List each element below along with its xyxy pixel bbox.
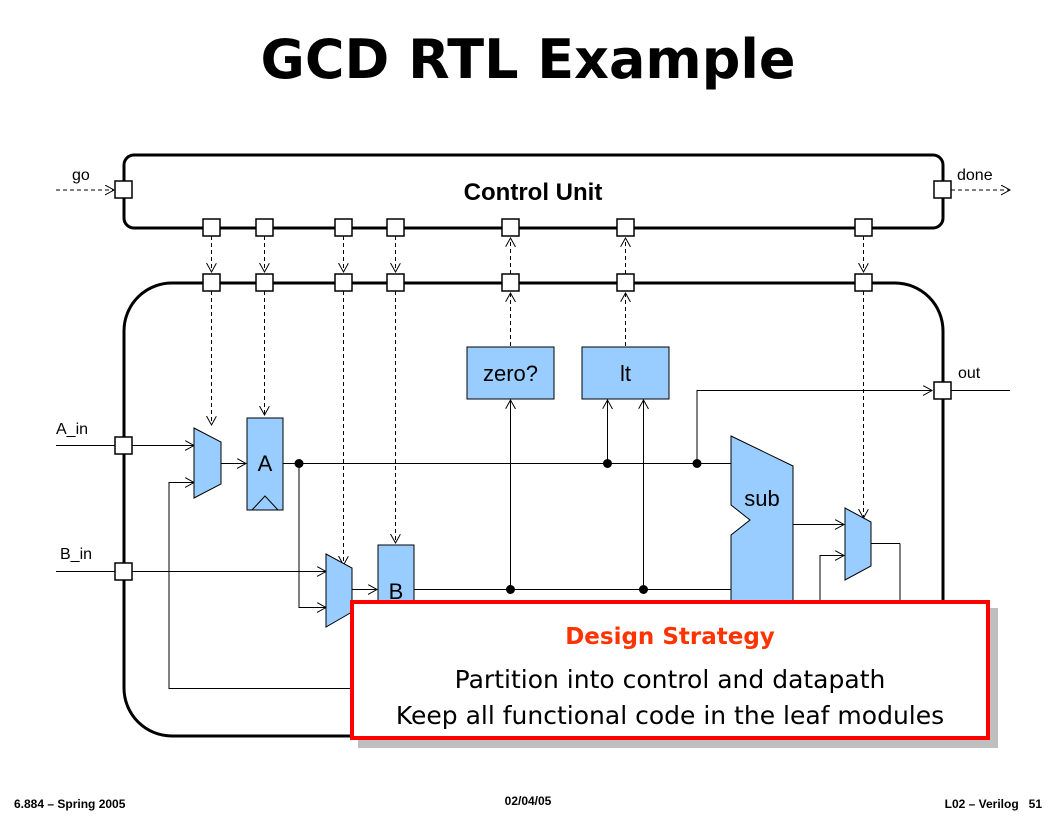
control-unit-label: Control Unit <box>464 179 603 206</box>
register-b-label: B <box>389 579 404 604</box>
go-label: go <box>72 167 90 184</box>
b-in-label: B_in <box>60 546 92 563</box>
zero-block <box>466 346 555 400</box>
footer-lecture: L02 – Verilog 51 <box>944 797 1042 811</box>
datapath-wires <box>56 391 1010 689</box>
side-ports <box>114 180 952 581</box>
done-label: done <box>957 167 993 184</box>
a-in-label: A_in <box>56 421 88 438</box>
out-label: out <box>958 365 981 382</box>
register-a-clock <box>251 495 279 511</box>
register-a <box>246 417 284 511</box>
junction-dots <box>294 459 702 594</box>
lt-label: lt <box>620 361 631 386</box>
sub-label: sub <box>744 486 779 511</box>
mux-a <box>193 427 222 499</box>
slide-title: GCD RTL Example <box>260 28 796 91</box>
lt-block <box>581 346 670 400</box>
register-b <box>377 544 415 606</box>
mux-out <box>844 507 872 581</box>
zero-label: zero? <box>483 361 538 386</box>
control-ports <box>202 218 873 292</box>
design-strategy-callout: Design Strategy Partition into control a… <box>350 600 990 740</box>
callout-title: Design Strategy <box>565 624 775 650</box>
subtractor <box>730 435 794 605</box>
footer-date: 02/04/05 <box>504 794 552 808</box>
register-a-label: A <box>258 451 273 476</box>
footer-course: 6.884 – Spring 2005 <box>14 797 126 811</box>
callout-line: Partition into control and datapath <box>454 665 886 694</box>
control-signals <box>56 190 1010 565</box>
callout-line: Keep all functional code in the leaf mod… <box>395 701 945 730</box>
